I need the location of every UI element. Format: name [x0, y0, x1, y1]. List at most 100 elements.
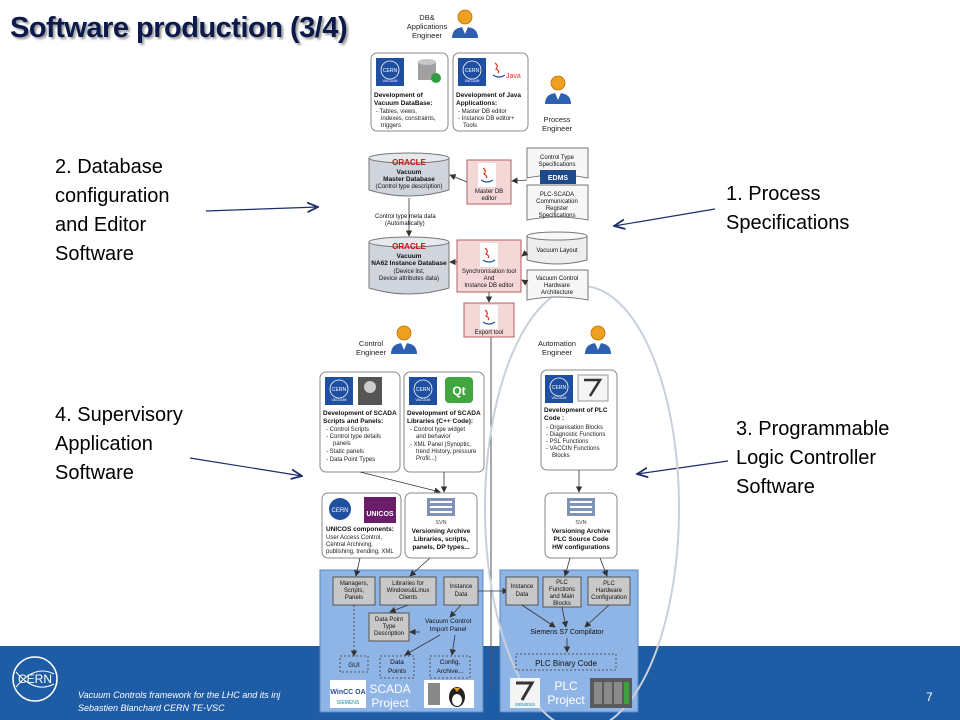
dp-type-line-2: Type	[382, 624, 396, 630]
svn-scada-line-3: panels, DP types...	[412, 544, 470, 551]
dev-vacuum-db-title-1: Development of	[374, 92, 424, 99]
meta-data-label-2: (Automatically)	[385, 221, 425, 227]
java-logo-icon	[477, 162, 497, 188]
control-engineer-icon	[390, 325, 418, 355]
dev-libs-item-2: and behavior	[416, 434, 451, 440]
plc-scada-reg-4: Specifications	[538, 213, 575, 219]
oracle-logo-text: ORACLE	[392, 242, 426, 251]
master-db-line-3: (Control type description)	[375, 184, 442, 190]
dev-libs-item-1: - Control type widget	[410, 427, 465, 433]
dev-plc-item-1: - Organisation Blocks	[546, 425, 603, 431]
svn-plc-line-3: HW configurations	[552, 544, 610, 551]
dev-java-title-2: Applications:	[456, 100, 497, 107]
plc-binary-box	[515, 653, 617, 671]
db-engineer-label-2: Applications	[407, 22, 448, 31]
plc-project-line-1: PLC	[554, 679, 578, 693]
unicos-item-1: User Access Control,	[326, 535, 382, 541]
data-points-line-1: Data	[390, 659, 404, 666]
siemens-plc-text: SIEMENS	[515, 702, 535, 707]
control-engineer-label-2: Engineer	[356, 348, 387, 357]
gui-box	[339, 655, 369, 673]
cern-small-text: CERN	[331, 508, 348, 514]
plc-binary-label: PLC Binary Code	[535, 659, 597, 668]
libraries-line-1: Libraries for	[392, 581, 424, 587]
database-green-icon	[418, 59, 441, 83]
plc-functions-box	[542, 576, 582, 608]
dev-plc-item-2: - Diagnostic Functions	[546, 432, 605, 438]
meta-data-label-1: Control type meta data	[375, 214, 436, 220]
svn-scada-svn-text: SVN	[435, 520, 446, 526]
dp-type-line-1: Data Point	[375, 617, 403, 623]
dev-scada-title-2: Scripts and Panels:	[323, 418, 383, 425]
hw-arch-1: Vacuum Control	[536, 276, 579, 282]
dev-scada-item-2: - Control type details	[326, 434, 381, 440]
svn-logo-icon	[567, 498, 595, 516]
dev-libs-item-5: Profil...)	[416, 456, 437, 462]
svn-scada-box	[404, 492, 478, 559]
dev-plc-title-1: Development of PLC	[544, 407, 608, 414]
control-type-specs-2: Specifications	[538, 162, 575, 168]
callout-plc: 3. Programmable Logic Controller Softwar…	[736, 418, 890, 498]
unicos-logo-icon	[364, 497, 396, 523]
plc-hw-line-1: PLC	[603, 581, 615, 587]
managers-line-3: Panels	[345, 595, 363, 601]
dev-java-item-1: - Master DB editor	[458, 109, 507, 115]
plc-functions-line-1: PLC	[556, 580, 568, 586]
dev-scada-item-4: - Static panels	[326, 449, 364, 455]
automation-engineer-icon	[584, 325, 612, 355]
dev-libs-title-2: Libraries (C++ Code):	[407, 418, 473, 425]
master-editor-label-1: Master DB	[475, 189, 503, 195]
callout-supervisory: 4. Supervisory Application Software	[55, 404, 183, 484]
data-points-line-2: Points	[388, 668, 407, 675]
scada-project-line-2: Project	[371, 696, 409, 710]
plc-scada-register-document	[526, 184, 589, 221]
scada-instance-line-1: Instance	[450, 584, 473, 590]
dp-type-line-3: Description	[374, 631, 404, 637]
automation-engineer-label-2: Engineer	[542, 348, 573, 357]
process-engineer-label-1: Process	[543, 115, 570, 124]
plc-compiler-label: Siemens S7 Compilator	[530, 629, 604, 636]
plc-functions-line-3: and Main	[550, 594, 575, 600]
dev-vacuum-db-item-3: triggers	[381, 123, 401, 129]
dev-plc-item-3: - PSL Functions	[546, 439, 588, 445]
oracle-logo-text: ORACLE	[392, 158, 426, 167]
master-db-line-2: Master Database	[383, 176, 435, 183]
master-db-line-1: Vacuum	[397, 169, 422, 176]
edms-logo-icon	[540, 170, 576, 184]
instance-db-line-2: NA62 Instance Database	[371, 260, 447, 267]
callout-process: 1. Process Specifications	[726, 183, 850, 234]
svn-logo-icon	[427, 498, 455, 516]
data-points-box	[379, 655, 415, 679]
cern-logo-icon: CERN	[12, 656, 58, 702]
plc-project-line-2: Project	[547, 693, 585, 707]
automation-engineer-label-1: Automation	[538, 339, 576, 348]
dev-scada-item-1: - Control Scripts	[326, 427, 369, 433]
cern-vacuum-logo-icon	[375, 57, 405, 87]
plc-hw-config-box	[587, 576, 631, 606]
instance-db-line-3: (Device list,	[393, 269, 424, 275]
config-archive-box	[429, 655, 471, 679]
dev-java-title-1: Development of Java	[456, 92, 521, 99]
instance-database-cylinder	[368, 236, 450, 295]
db-engineer-icon	[451, 9, 479, 39]
export-tool-label: Export tool	[475, 330, 504, 336]
libraries-line-2: Windows&Linux	[387, 588, 430, 594]
process-engineer-icon	[544, 75, 572, 105]
dev-java-item-3: Tools	[463, 123, 477, 129]
master-database-cylinder	[368, 152, 450, 197]
scada-project-line-1: SCADA	[369, 682, 410, 696]
dev-scada-item-3: panels	[333, 441, 351, 447]
hw-architecture-document	[526, 269, 589, 301]
cern-vacuum-logo-icon	[408, 376, 438, 406]
dev-plc-item-4: - VACCIN Functions	[546, 446, 600, 452]
dev-vacuum-db-item-2: indexes, constraints,	[381, 116, 436, 122]
page-number: 7	[926, 690, 933, 704]
svn-scada-line-1: Versioning Archive	[412, 528, 471, 535]
config-line-2: Archive...	[436, 668, 463, 675]
dev-plc-title-2: Code :	[544, 415, 564, 422]
dev-scada-item-5: - Data Point Types	[326, 457, 375, 463]
dev-libs-item-4: trend History, pressure	[416, 449, 477, 455]
svn-scada-line-2: Libraries, scripts,	[414, 536, 468, 543]
libraries-box	[379, 576, 437, 606]
instance-db-line-1: Vacuum	[397, 253, 422, 260]
